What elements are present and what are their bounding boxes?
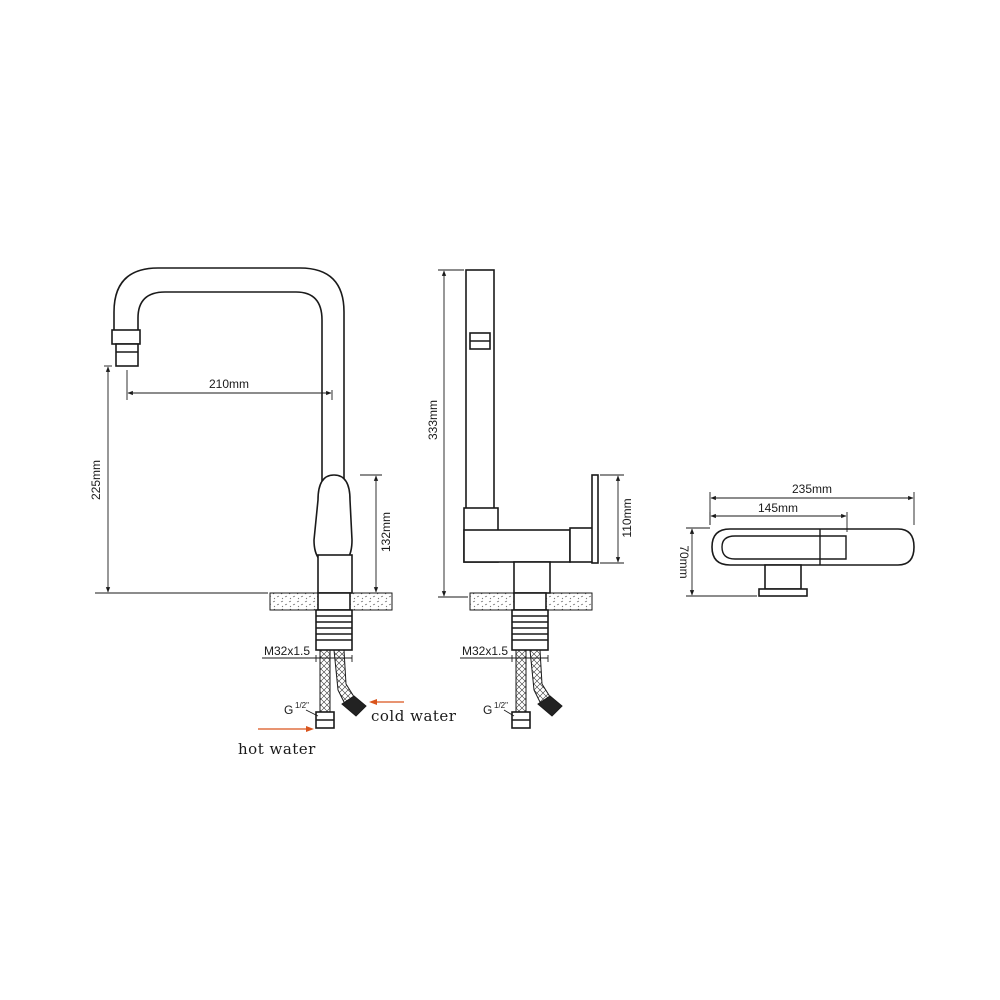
svg-text:G: G: [483, 703, 492, 717]
side-thread-label: M32x1.5: [462, 644, 508, 658]
side-spout: [465, 269, 495, 511]
cold-water-label: cold water: [371, 707, 457, 725]
hot-water-label: hot water: [238, 740, 316, 758]
side-lever-plate: [591, 474, 599, 564]
front-aerator: [111, 329, 141, 345]
top-total-length-label: 235mm: [792, 482, 832, 496]
side-hot-hose: [515, 649, 527, 713]
side-total-height-label: 333mm: [426, 400, 440, 440]
svg-text:1/2": 1/2": [494, 701, 508, 710]
front-handle-height-label: 132mm: [379, 512, 393, 552]
side-lever-height-label: 110mm: [620, 498, 634, 537]
front-body: [317, 554, 353, 594]
top-inner-length-label: 145mm: [758, 501, 798, 515]
front-spout-reach-label: 210mm: [209, 377, 249, 391]
front-shank: [315, 609, 353, 651]
front-handle: [313, 474, 353, 566]
side-cold-hose-fitting: [537, 695, 563, 717]
front-hose-thread-label: G 1/2": [284, 701, 319, 717]
front-cold-hose-fitting: [341, 695, 367, 717]
svg-text:1/2": 1/2": [295, 701, 309, 710]
side-hose-thread-label: G 1/2": [483, 701, 515, 717]
side-shank: [511, 609, 549, 651]
front-aerator-tip: [115, 343, 139, 367]
top-height-label: 70mm: [677, 545, 691, 578]
front-hot-hose: [319, 649, 331, 713]
top-base: [764, 564, 802, 590]
side-lever: [569, 527, 595, 563]
side-base: [513, 561, 551, 594]
front-spout-height-label: 225mm: [89, 460, 103, 500]
front-thread-label: M32x1.5: [264, 644, 310, 658]
side-view: 333mm 110mm M32x1.5 G 1/2": [426, 269, 634, 729]
front-view: 210mm 225mm 132mm M32x1.5 G 1/2" cold wa…: [89, 267, 457, 758]
top-view: 235mm 145mm 70mm: [677, 482, 915, 597]
svg-text:G: G: [284, 703, 293, 717]
top-lever: [711, 528, 915, 566]
